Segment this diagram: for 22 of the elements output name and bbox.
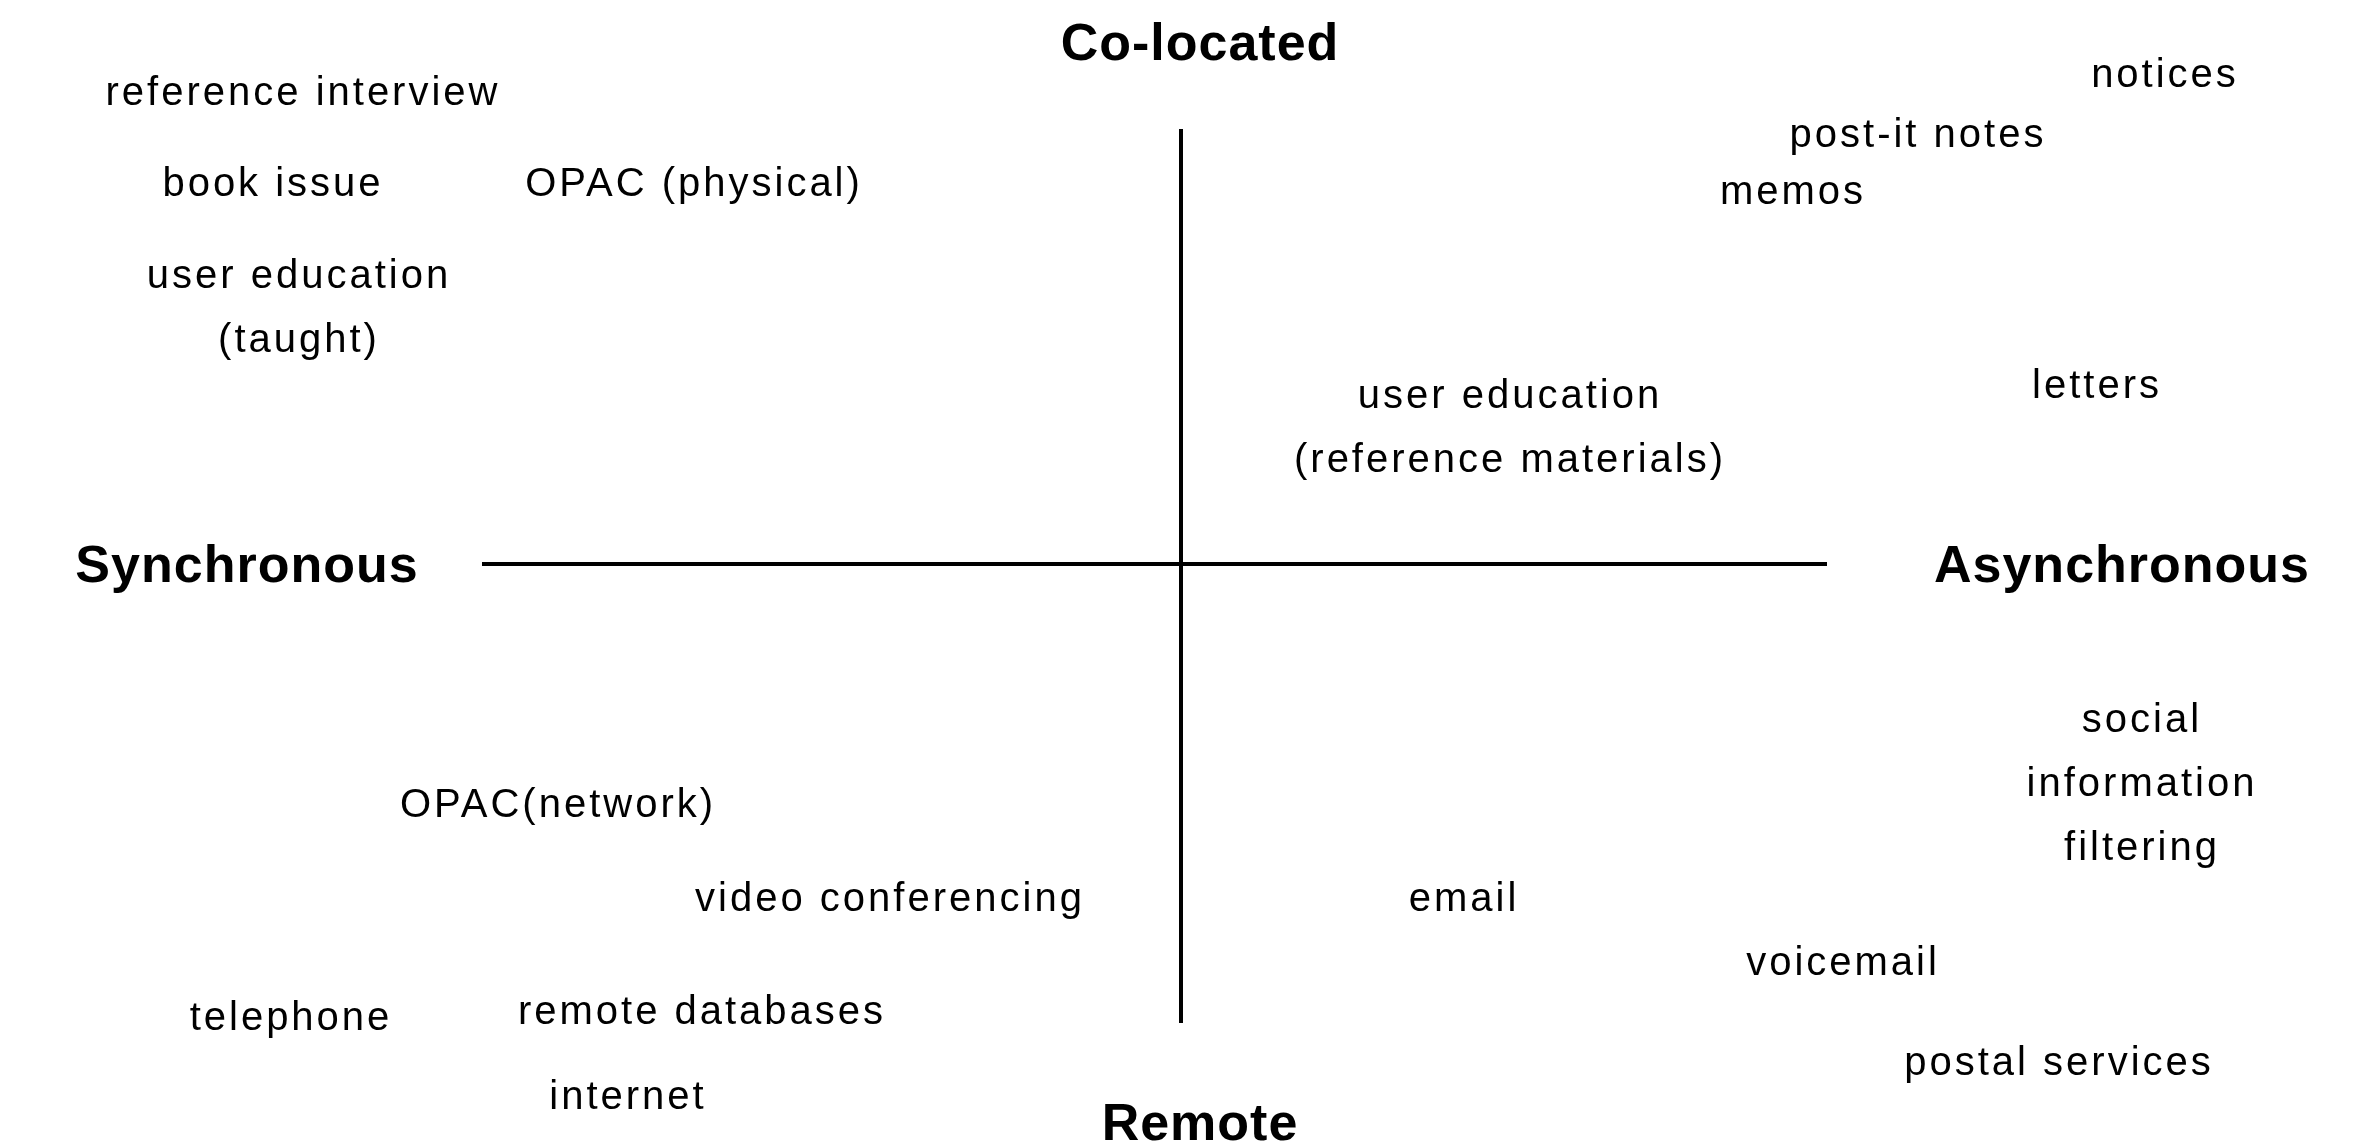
item-label: social information filtering [2025, 695, 2259, 870]
item-label: user education (taught) [145, 251, 453, 362]
axis-label: Co-located [1060, 12, 1340, 72]
item-label: voicemail [1746, 938, 1940, 985]
item-label: internet [549, 1072, 707, 1119]
item-label: postal services [1904, 1038, 2214, 1085]
item-label: remote databases [517, 987, 887, 1034]
item-label: post-it notes [1789, 110, 2047, 157]
item-label: reference interview [105, 68, 501, 115]
axis-label: Synchronous [75, 534, 419, 594]
item-label: book issue [162, 159, 384, 206]
item-label: user education (reference materials) [1293, 371, 1727, 482]
axis-label: Remote [1101, 1092, 1299, 1147]
item-label: letters [2032, 361, 2162, 408]
item-label: video conferencing [695, 874, 1085, 921]
axis-label: Asynchronous [1933, 534, 2311, 594]
item-label: OPAC(network) [399, 780, 717, 827]
item-label: memos [1719, 167, 1867, 214]
item-label: notices [2091, 50, 2239, 97]
item-label: OPAC (physical) [525, 159, 863, 206]
item-label: email [1408, 874, 1520, 921]
item-label: telephone [189, 993, 393, 1040]
